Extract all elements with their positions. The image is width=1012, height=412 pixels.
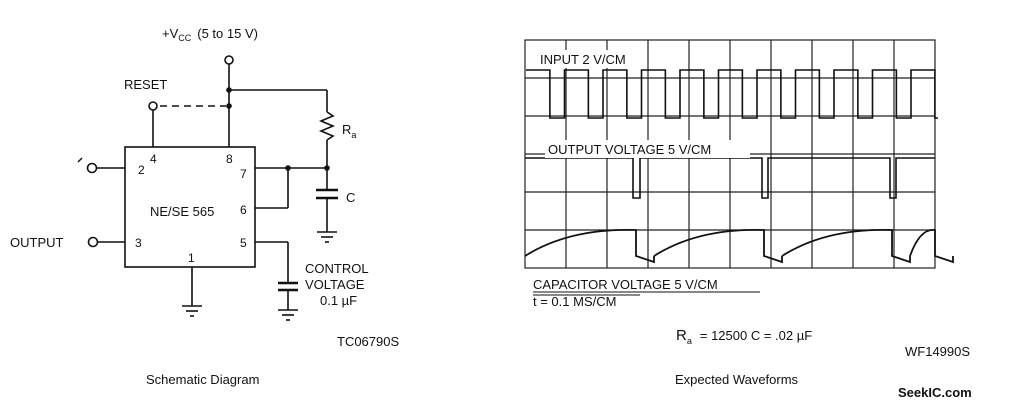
pin-8-label: 8	[226, 152, 233, 166]
capacitor-label: C	[346, 190, 355, 205]
equation-label: Ra= 12500 C = .02 µF	[676, 327, 812, 346]
schematic-caption: Schematic Diagram	[146, 372, 259, 387]
ic-body	[124, 146, 256, 268]
junction-dot	[226, 103, 232, 109]
junction-dot	[285, 165, 291, 171]
input-trace-label: INPUT 2 V/CM	[540, 52, 626, 67]
schematic-figure-code: TC06790S	[337, 334, 399, 349]
output-terminal	[87, 236, 99, 248]
pin-7-label: 7	[240, 167, 247, 181]
pin-1-label: 1	[188, 251, 195, 265]
waveform-traces	[524, 69, 954, 264]
control-value: 0.1 µF	[320, 293, 357, 308]
capacitor-trace-label: CAPACITOR VOLTAGE 5 V/CM	[533, 277, 718, 292]
output-trace-label: OUTPUT VOLTAGE 5 V/CM	[548, 142, 711, 157]
waveform-caption: Expected Waveforms	[675, 372, 799, 387]
resistor-label: Ra	[342, 122, 356, 140]
input-square-wave	[526, 69, 938, 119]
output-label: OUTPUT	[10, 235, 64, 250]
capacitor-voltage-wave	[524, 228, 954, 264]
control-label-2: VOLTAGE	[305, 277, 365, 292]
input-terminal	[86, 162, 98, 174]
waveform-figure-code: WF14990S	[905, 344, 970, 359]
junction-dot	[226, 87, 232, 93]
pin-3-label: 3	[135, 236, 142, 250]
pin-5-label: 5	[240, 236, 247, 250]
vcc-label: +VCC(5 to 15 V)	[162, 26, 258, 43]
output-voltage-wave	[525, 157, 935, 199]
pin-2-label: 2	[138, 163, 145, 177]
time-scale-label: t = 0.1 MS/CM	[533, 294, 616, 309]
pin-4-label: 4	[150, 152, 157, 166]
watermark: SeekIC.com	[898, 385, 972, 400]
pin-6-label: 6	[240, 203, 247, 217]
vcc-terminal	[224, 55, 234, 65]
control-label-1: CONTROL	[305, 261, 369, 276]
ic-name: NE/SE 565	[150, 204, 214, 219]
reset-label: RESET	[124, 77, 167, 92]
reset-terminal	[148, 101, 158, 111]
schematic-wiring	[97, 64, 338, 321]
junction-dot	[324, 165, 330, 171]
resistor-ra	[318, 111, 336, 141]
input-tick-mark	[77, 157, 83, 163]
